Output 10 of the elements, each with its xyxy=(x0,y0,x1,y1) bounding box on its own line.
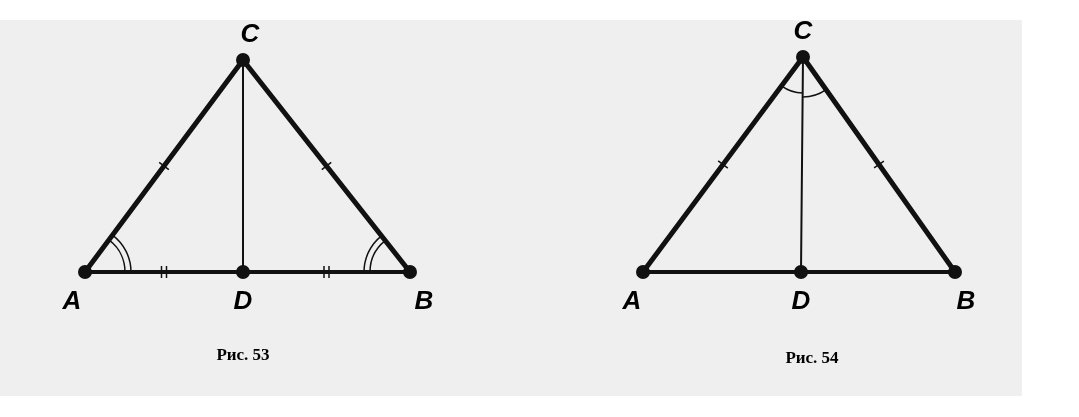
point-label: B xyxy=(414,284,434,316)
point-label: A xyxy=(62,284,82,316)
point-label: D xyxy=(233,284,253,316)
figure-caption: Рис. 53 xyxy=(216,345,270,365)
point-label: C xyxy=(240,17,260,49)
figure-caption: Рис. 54 xyxy=(785,348,839,368)
point-label: D xyxy=(791,284,811,316)
point-label: C xyxy=(793,14,813,46)
point-label: A xyxy=(622,284,642,316)
point-label: B xyxy=(956,284,976,316)
